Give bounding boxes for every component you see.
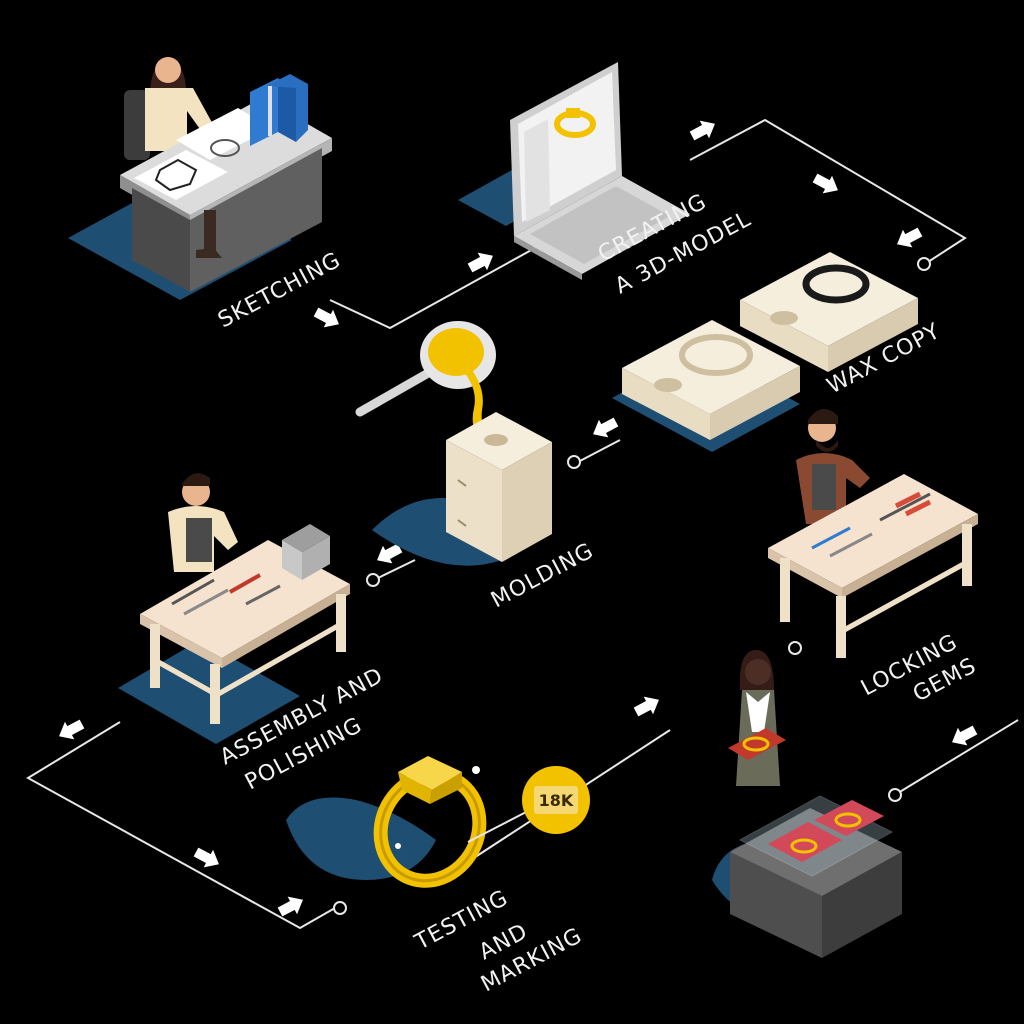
connector-node [917, 257, 931, 271]
connector-model-to-wax [689, 118, 967, 263]
arrow-icon [892, 223, 925, 254]
arrow-icon [54, 715, 87, 746]
connector-node [567, 455, 581, 469]
molding-illustration [355, 321, 552, 566]
connector-node [888, 788, 902, 802]
connector-node [788, 641, 802, 655]
connector-gems-to-sales [897, 719, 1019, 794]
connector-molding-to-assembly [377, 559, 416, 579]
locking-gems-illustration [768, 408, 978, 658]
laptop-illustration [458, 62, 690, 280]
wax-copy-illustration [612, 252, 918, 452]
arrow-icon [810, 169, 843, 200]
sketching-illustration [68, 57, 332, 300]
testing-ring-illustration: 18K [286, 756, 590, 888]
display-case-illustration [712, 650, 902, 958]
arrow-icon [191, 843, 224, 874]
karat-badge-text: 18K [539, 791, 574, 810]
flow-connectors [26, 118, 1019, 930]
connector-node [333, 901, 347, 915]
connector-wax-to-molding [577, 439, 621, 463]
arrow-icon [687, 114, 720, 145]
arrow-icon [588, 413, 621, 444]
arrow-icon [311, 303, 344, 334]
connector-sketch-to-model [329, 247, 536, 330]
connector-node [366, 573, 380, 587]
arrow-icon [631, 690, 664, 721]
connector-assembly-to-testing [26, 721, 336, 930]
assembly-illustration [118, 473, 350, 744]
